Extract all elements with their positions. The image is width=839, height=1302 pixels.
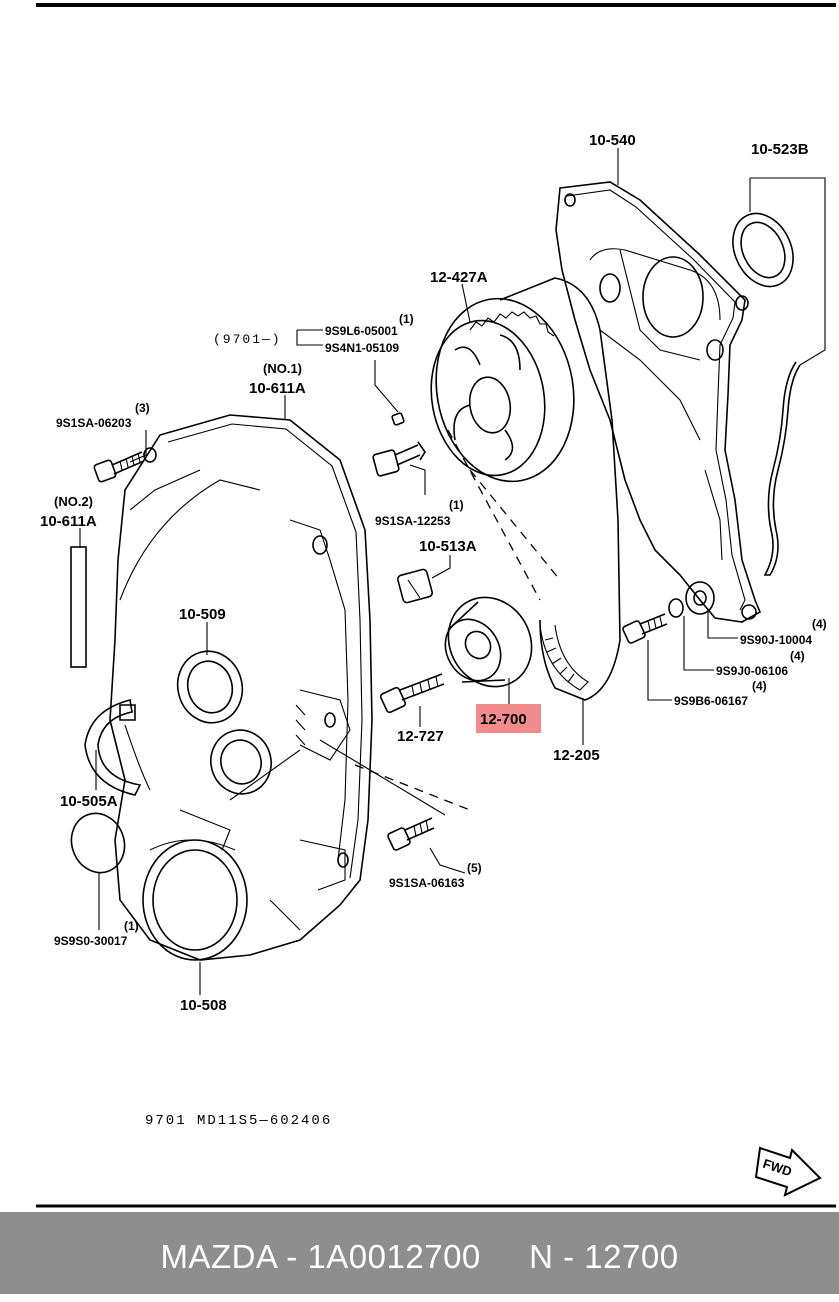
- washer-9s9j0-06106: [668, 598, 684, 618]
- rubber-plug: [70, 812, 126, 874]
- label-9s1sa-06163: 9S1SA-06163: [389, 876, 465, 890]
- label-10-540: 10-540: [589, 132, 636, 149]
- highlight-box-12-700: [476, 704, 541, 733]
- label-qty-1-b: (1): [449, 498, 464, 512]
- no2-cover-strip: [70, 546, 87, 668]
- bolt-9s1sa-06203: [93, 451, 145, 483]
- footer-bar: MAZDA - 1A0012700 N - 12700: [0, 1212, 839, 1294]
- rear-timing-cover: [555, 181, 762, 623]
- label-code-9701: (9701—): [213, 332, 282, 347]
- label-qty-4-b: (4): [790, 649, 805, 663]
- seal-gasket: [732, 177, 826, 576]
- drawing-code: 9701 MD11S5—602406: [145, 1113, 332, 1129]
- label-12-205: 12-205: [553, 747, 600, 764]
- oil-seal-10-509: [176, 650, 244, 724]
- label-10-523b: 10-523B: [751, 141, 809, 158]
- leader-lines: [79, 148, 738, 995]
- camshaft-pulley: [430, 297, 575, 483]
- label-9s9l6-05001: 9S9L6-05001: [325, 324, 398, 338]
- label-9s4n1-05109: 9S4N1-05109: [325, 341, 399, 355]
- label-12-700: 12-700: [480, 711, 527, 728]
- label-9s9s0-30017: 9S9S0-30017: [54, 934, 128, 948]
- retaining-clip: [84, 699, 151, 796]
- oil-seal-lower: [210, 729, 272, 795]
- label-qty-3: (3): [135, 401, 150, 415]
- label-9s1sa-12253: 9S1SA-12253: [375, 514, 451, 528]
- label-10-611a-no2: 10-611A: [40, 513, 97, 530]
- label-qty-4-a: (4): [812, 617, 827, 631]
- bolt-12-727: [379, 673, 445, 714]
- label-10-505a: 10-505A: [60, 793, 118, 810]
- label-9s9j0-06106: 9S9J0-06106: [716, 664, 788, 678]
- part-number-caption: MAZDA - 1A0012700 N - 12700: [160, 1238, 679, 1275]
- label-qty-5: (5): [467, 861, 482, 875]
- label-9s90j-10004: 9S90J-10004: [740, 633, 812, 647]
- label-9s1sa-06203: 9S1SA-06203: [56, 416, 132, 430]
- label-qty-1-c: (1): [124, 919, 139, 933]
- label-10-509: 10-509: [179, 606, 226, 623]
- label-no2: (NO.2): [54, 494, 93, 509]
- crank-cover-plate: [142, 809, 248, 961]
- front-timing-cover: [109, 414, 373, 961]
- label-10-611a-no1: 10-611A: [249, 380, 306, 397]
- label-no1: (NO.1): [263, 361, 302, 376]
- label-qty-1-a: (1): [399, 312, 414, 326]
- label-12-427a: 12-427A: [430, 269, 488, 286]
- tensioner-pulley: [444, 596, 533, 688]
- bolt-9s9b6-06167: [622, 613, 668, 644]
- fwd-arrow-icon: FWD: [754, 1146, 822, 1197]
- label-12-727: 12-727: [397, 728, 444, 745]
- timing-belt: [447, 277, 621, 701]
- label-qty-4-c: (4): [752, 679, 767, 693]
- label-9s9b6-06167: 9S9B6-06167: [674, 694, 748, 708]
- bolt-9s1sa-12253: [372, 412, 426, 477]
- label-10-513a: 10-513A: [419, 538, 477, 555]
- nut-9s90j-10004: [685, 581, 715, 615]
- small-spacer: [396, 555, 451, 604]
- bolt-9s1sa-06163: [387, 817, 435, 851]
- label-10-508: 10-508: [180, 997, 227, 1014]
